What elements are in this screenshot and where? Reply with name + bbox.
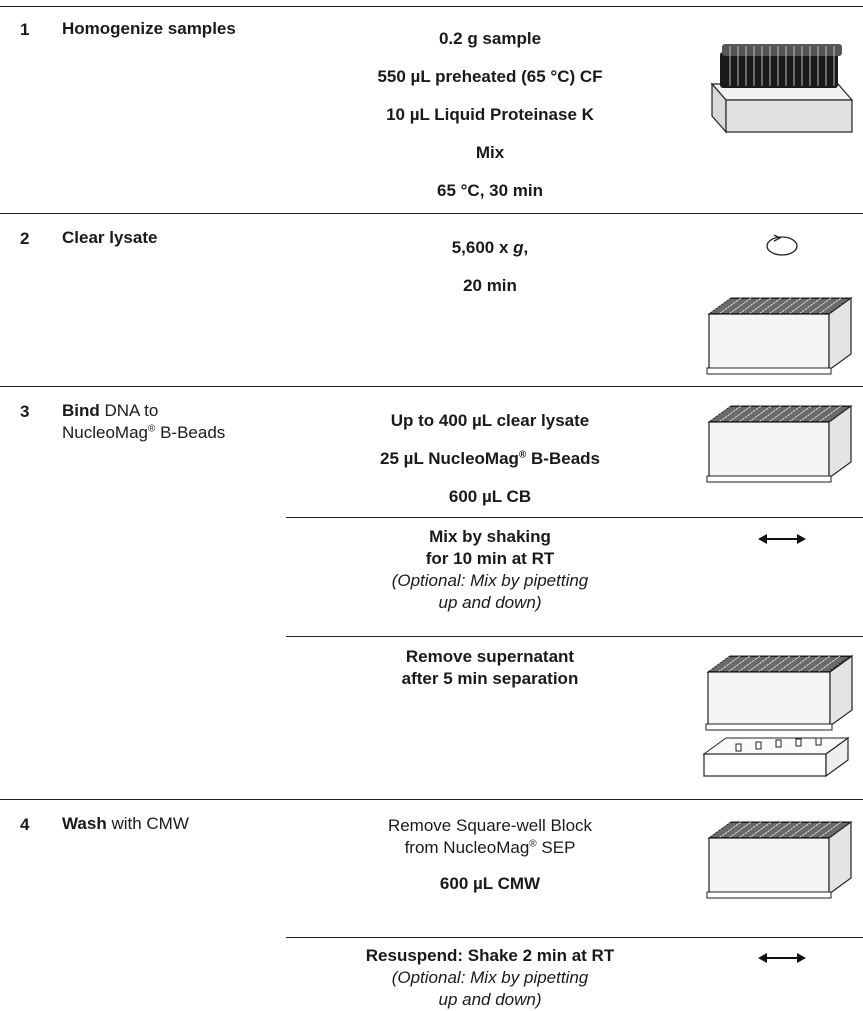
instruction-line: for 10 min at RT [425, 549, 555, 568]
tube-rack-icon [710, 44, 854, 134]
step-title: Bind DNA to NucleoMag® B-Beads [62, 401, 226, 442]
step-number: 2 [20, 229, 30, 248]
instruction-line: 600 µL CB [448, 487, 532, 506]
instruction-line: from NucleoMag® SEP [404, 838, 576, 857]
step-1-instructions: 0.2 g sample 550 µL preheated (65 °C) CF… [300, 20, 680, 210]
instruction-line: 20 min [463, 276, 517, 295]
step-4-resuspend-instructions: Resuspend: Shake 2 min at RT (Optional: … [300, 945, 680, 1011]
rule-step4-a [286, 937, 863, 938]
rule-step3-a [286, 517, 863, 518]
rule-step1-end [0, 213, 863, 214]
instruction-line: Resuspend: Shake 2 min at RT [365, 946, 615, 965]
step-title: Clear lysate [62, 228, 158, 247]
step-number: 3 [20, 402, 30, 421]
shake-arrow-icon [758, 534, 806, 544]
instruction-line: Remove supernatant [405, 647, 575, 666]
instruction-line: 65 °C, 30 min [436, 181, 543, 200]
instruction-line: 10 µL Liquid Proteinase K [386, 105, 594, 124]
square-well-block-icon [706, 296, 853, 375]
instruction-line: Mix [475, 143, 505, 162]
rule-step2-end [0, 386, 863, 387]
optional-note: up and down) [438, 990, 542, 1009]
step-2-instructions: 5,600 x g, 20 min [300, 229, 680, 305]
instruction-line: 550 µL preheated (65 °C) CF [377, 67, 603, 86]
rule-step3-end [0, 799, 863, 800]
instruction-line: Remove Square-well Block [387, 816, 593, 835]
optional-note: (Optional: Mix by pipetting [391, 968, 589, 987]
instruction-line: 0.2 g sample [438, 29, 542, 48]
instruction-line: after 5 min separation [401, 669, 579, 688]
instruction-line: 25 µL NucleoMag® B-Beads [380, 449, 600, 468]
rule-top [0, 6, 863, 7]
square-well-block-icon [706, 820, 853, 899]
step-title: Homogenize samples [62, 19, 236, 38]
centrifuge-rotation-icon [766, 234, 798, 256]
step-number: 1 [20, 20, 30, 39]
step-number: 4 [20, 815, 30, 834]
optional-note: up and down) [438, 593, 542, 612]
optional-note: (Optional: Mix by pipetting [391, 571, 589, 590]
step-3-bind-instructions: Up to 400 µL clear lysate 25 µL NucleoMa… [300, 402, 680, 516]
instruction-line: 600 µL CMW [439, 874, 541, 893]
square-well-block-icon [706, 404, 853, 483]
instruction-line: Up to 400 µL clear lysate [390, 411, 590, 430]
rule-step3-b [286, 636, 863, 637]
instruction-line: 5,600 x g, [451, 238, 529, 257]
shake-arrow-icon [758, 953, 806, 963]
step-3-mix-instructions: Mix by shaking for 10 min at RT (Optiona… [300, 526, 680, 614]
step-3-remove-instructions: Remove supernatant after 5 min separatio… [300, 646, 680, 690]
instruction-line: Mix by shaking [429, 527, 551, 546]
step-4-wash-instructions: Remove Square-well Block from NucleoMag®… [300, 815, 680, 895]
step-title: Wash with CMW [62, 814, 189, 833]
magnetic-separator-icon [702, 654, 854, 778]
